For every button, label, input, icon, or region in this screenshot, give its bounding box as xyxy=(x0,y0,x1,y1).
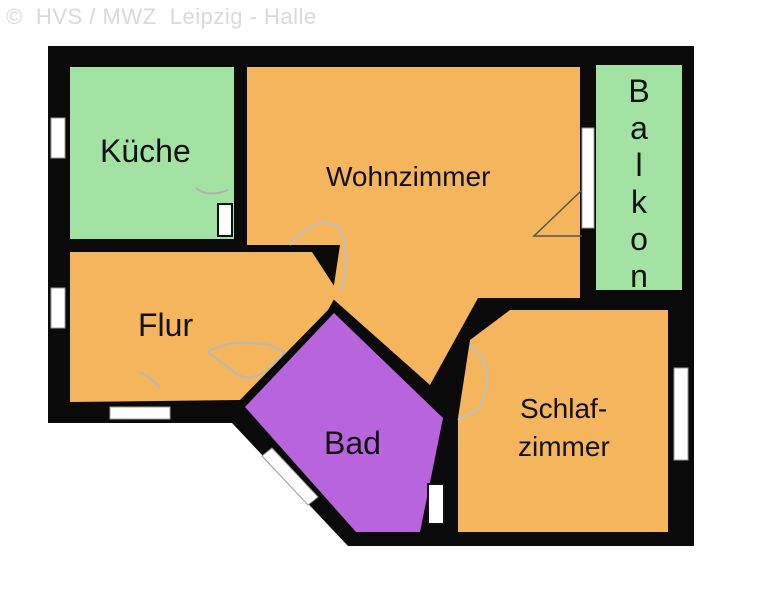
door-balcony xyxy=(532,189,583,237)
window-balcony-door xyxy=(581,127,595,229)
door-kitchen xyxy=(195,187,229,195)
shaft-bath xyxy=(427,483,445,525)
label-hall: Flur xyxy=(138,307,193,343)
room-bedroom xyxy=(458,310,668,532)
label-balcony-letter: B xyxy=(628,73,649,109)
window-hall-south xyxy=(109,406,171,420)
window-bedroom-east xyxy=(673,367,689,461)
copyright-watermark: © HVS / MWZ Leipzig - Halle xyxy=(6,4,317,29)
room-bath xyxy=(245,313,443,532)
window-kitchen-west xyxy=(50,117,66,159)
label-kitchen: Küche xyxy=(100,133,191,169)
room-living xyxy=(247,67,580,385)
label-bath: Bad xyxy=(324,425,381,461)
label-living: Wohnzimmer xyxy=(326,161,490,192)
label-bedroom-line2: zimmer xyxy=(518,431,610,462)
room-kitchen xyxy=(70,67,234,239)
door-bath xyxy=(206,341,286,379)
room-balcony xyxy=(596,65,682,290)
label-balcony-letter: l xyxy=(635,147,642,183)
door-bedroom xyxy=(457,344,488,421)
room-hall xyxy=(70,252,338,402)
window-bath-sw xyxy=(261,447,319,506)
label-balcony-letter: o xyxy=(630,221,648,257)
door-living xyxy=(289,221,347,293)
label-bedroom-line1: Schlaf- xyxy=(520,393,607,424)
label-balcony-letter: n xyxy=(630,258,648,294)
window-hall-west xyxy=(50,287,66,329)
door-hall-entry xyxy=(139,371,161,389)
shaft-kitchen xyxy=(217,203,233,237)
label-balcony-letter: a xyxy=(630,110,648,146)
label-balcony-letter: k xyxy=(631,184,648,220)
